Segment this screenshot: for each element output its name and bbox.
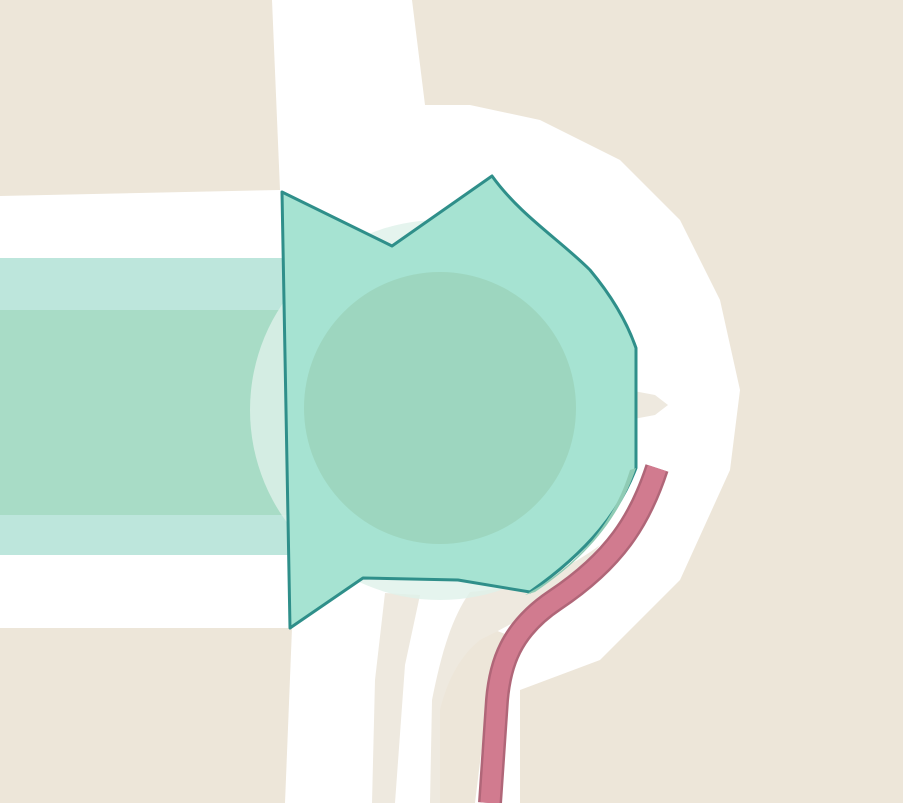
land-bottom-left — [0, 628, 292, 803]
land-top-left — [0, 0, 280, 196]
roundabout-center-island — [304, 272, 576, 544]
highlighted-corridor-inner — [0, 310, 290, 515]
